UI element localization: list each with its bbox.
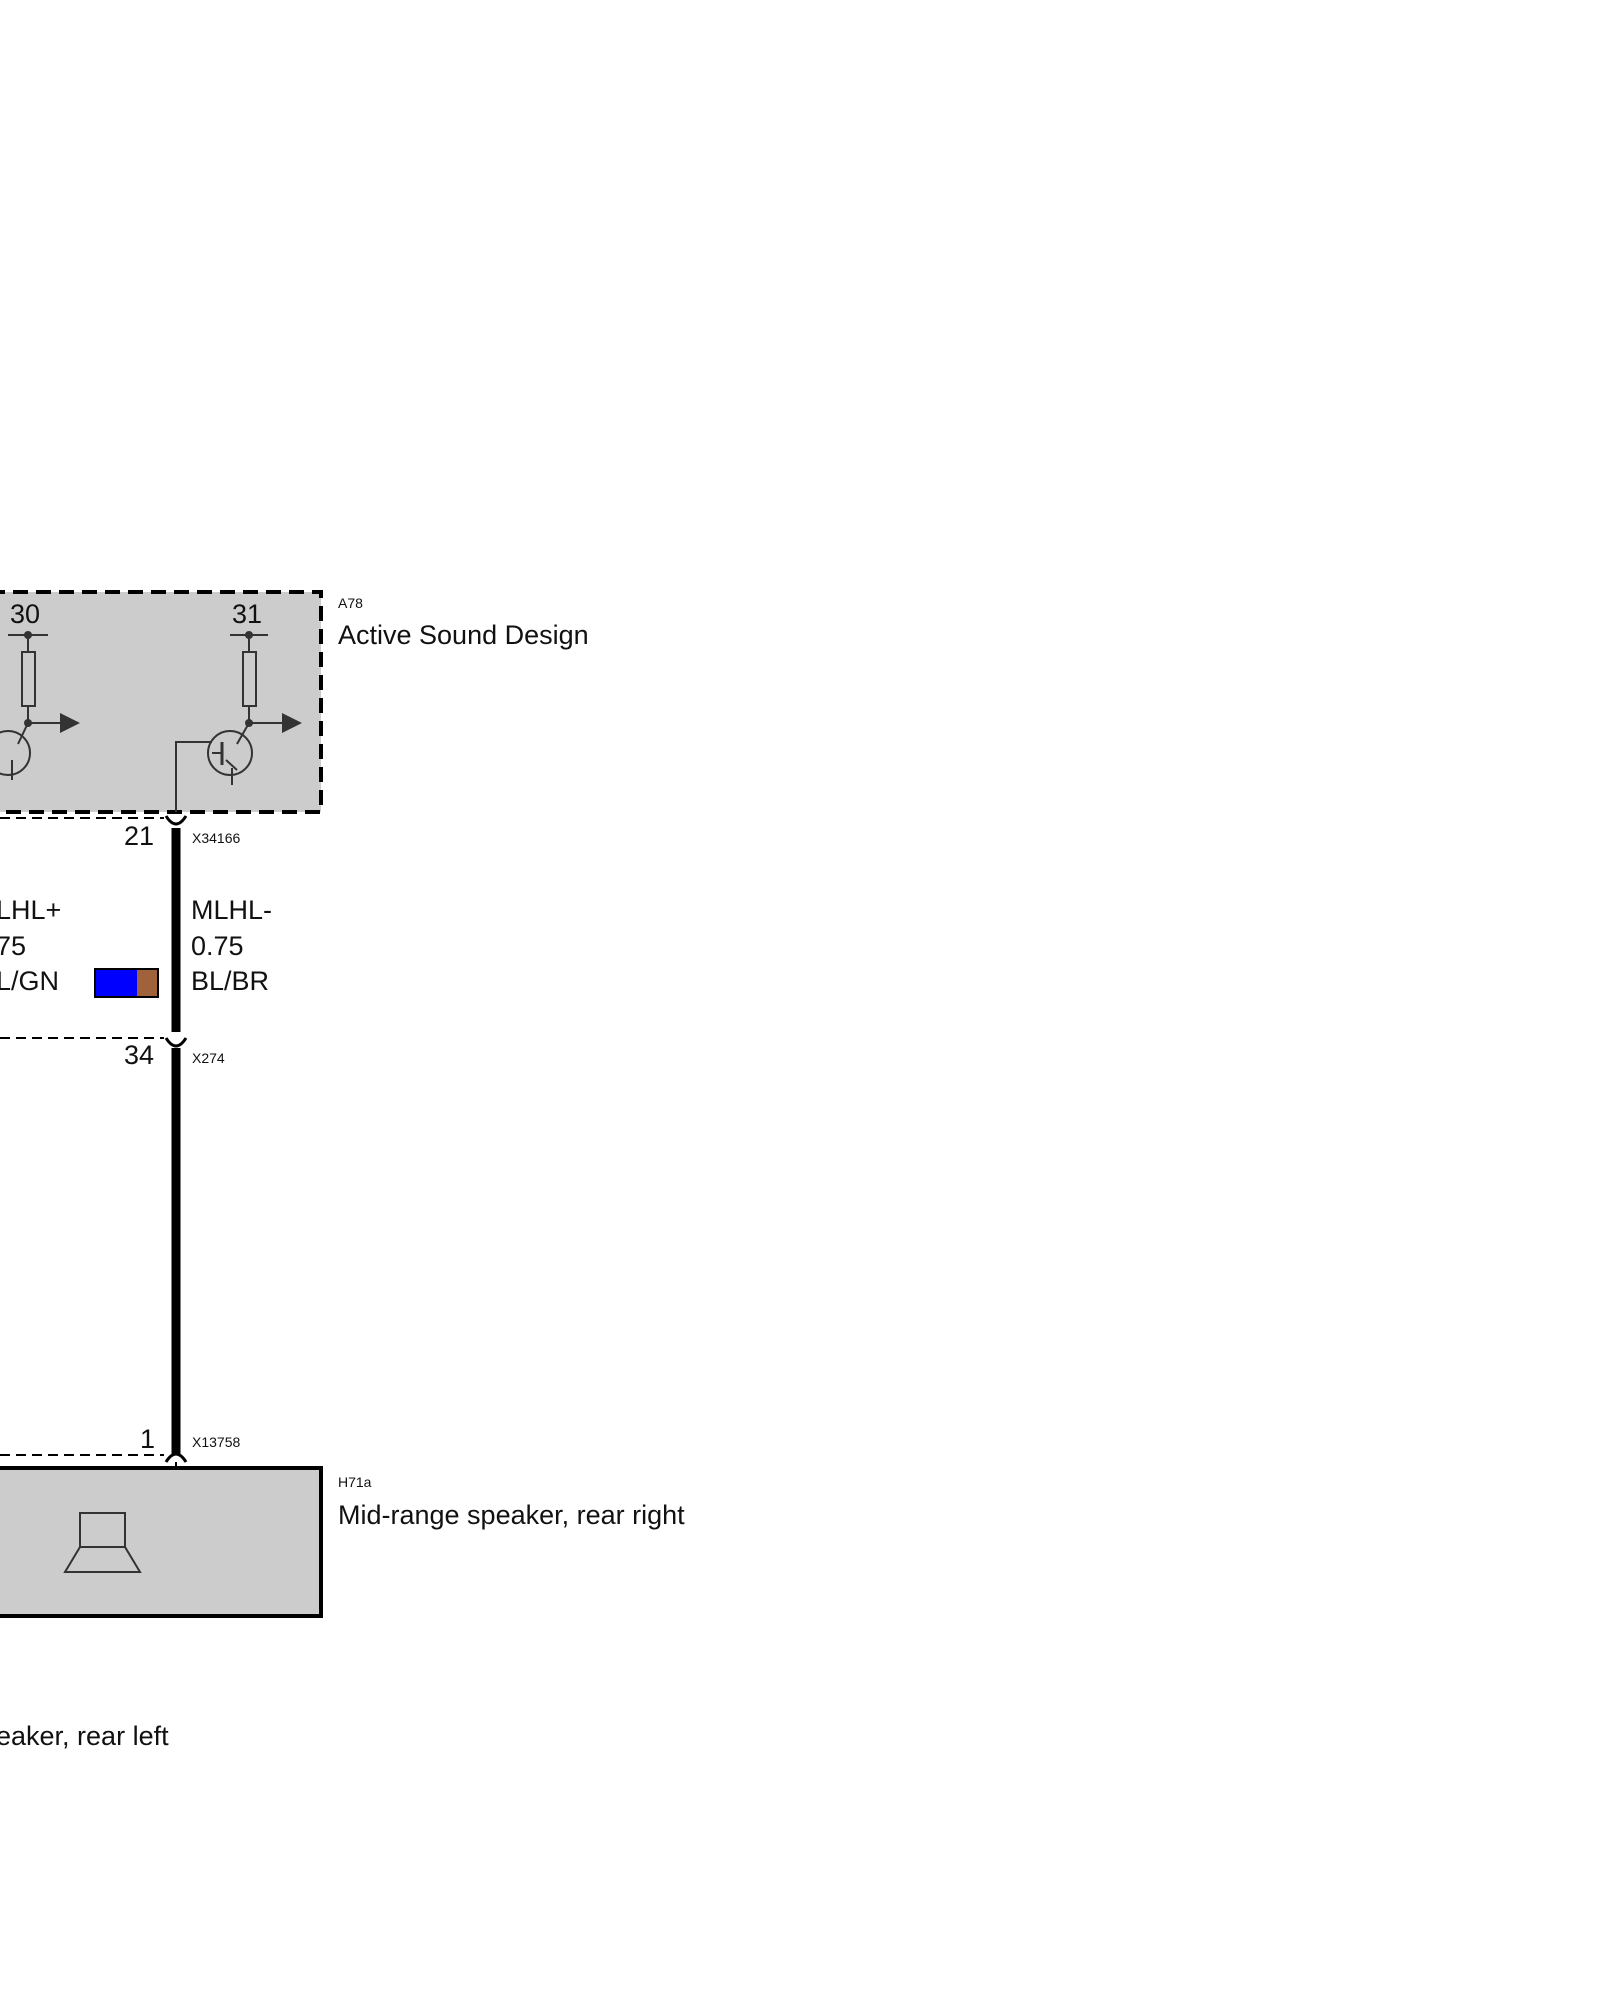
wire-size-label: 0.75 xyxy=(191,931,244,961)
connector-pin-label: 21 xyxy=(124,821,154,851)
connector-id-label: X34166 xyxy=(192,830,240,846)
pin-31-label: 31 xyxy=(232,599,262,629)
connector-pin-symbol xyxy=(164,815,188,826)
speaker-rear-right-module: H71a Mid-range speaker, rear right xyxy=(0,1462,685,1618)
wire-signal-label: MLHL- xyxy=(191,895,272,925)
arrow-right-icon xyxy=(282,713,302,733)
wire-color-blue xyxy=(95,969,137,997)
speaker-icon xyxy=(63,1512,142,1573)
wire-signal-label: LHL+ xyxy=(0,895,61,925)
wire-color-label: BL/BR xyxy=(191,966,269,996)
wire-left-labels: LHL+ 75 L/GN xyxy=(0,895,61,996)
connector-x34166: 21 X34166 xyxy=(0,815,240,851)
pin-30-label: 30 xyxy=(10,599,40,629)
connector-id-label: X13758 xyxy=(192,1434,240,1450)
module-box xyxy=(0,590,323,814)
module-name-label: Active Sound Design xyxy=(338,620,589,650)
connector-pin-label: 1 xyxy=(140,1424,155,1454)
connector-pin-label: 34 xyxy=(124,1040,154,1070)
connector-x13758: 1 X13758 xyxy=(0,1424,240,1463)
transistor-symbol xyxy=(207,730,253,776)
wire-color-swatch xyxy=(94,968,159,998)
speaker-box xyxy=(0,1466,323,1618)
connector-id-label: X274 xyxy=(192,1050,225,1066)
speaker-ref-label: H71a xyxy=(338,1474,372,1490)
connector-pin-symbol xyxy=(164,1452,188,1463)
wire-color-brown xyxy=(137,969,158,997)
wire-color-label: L/GN xyxy=(0,966,59,996)
active-sound-design-module: 30 31 xyxy=(0,590,589,814)
output-stage-pin-30: 30 xyxy=(0,599,80,780)
wire-size-label: 75 xyxy=(0,931,26,961)
module-ref-label: A78 xyxy=(338,595,363,611)
connector-x274: 34 X274 xyxy=(0,1037,225,1070)
speaker-rear-left-label: eaker, rear left xyxy=(0,1721,169,1751)
arrow-right-icon xyxy=(60,713,80,733)
wire-right-labels: MLHL- 0.75 BL/BR xyxy=(191,895,272,996)
transistor-symbol xyxy=(0,730,31,776)
output-stage-pin-31: 31 xyxy=(175,599,302,812)
connector-pin-symbol xyxy=(164,1037,188,1048)
speaker-name-label: Mid-range speaker, rear right xyxy=(338,1500,685,1530)
